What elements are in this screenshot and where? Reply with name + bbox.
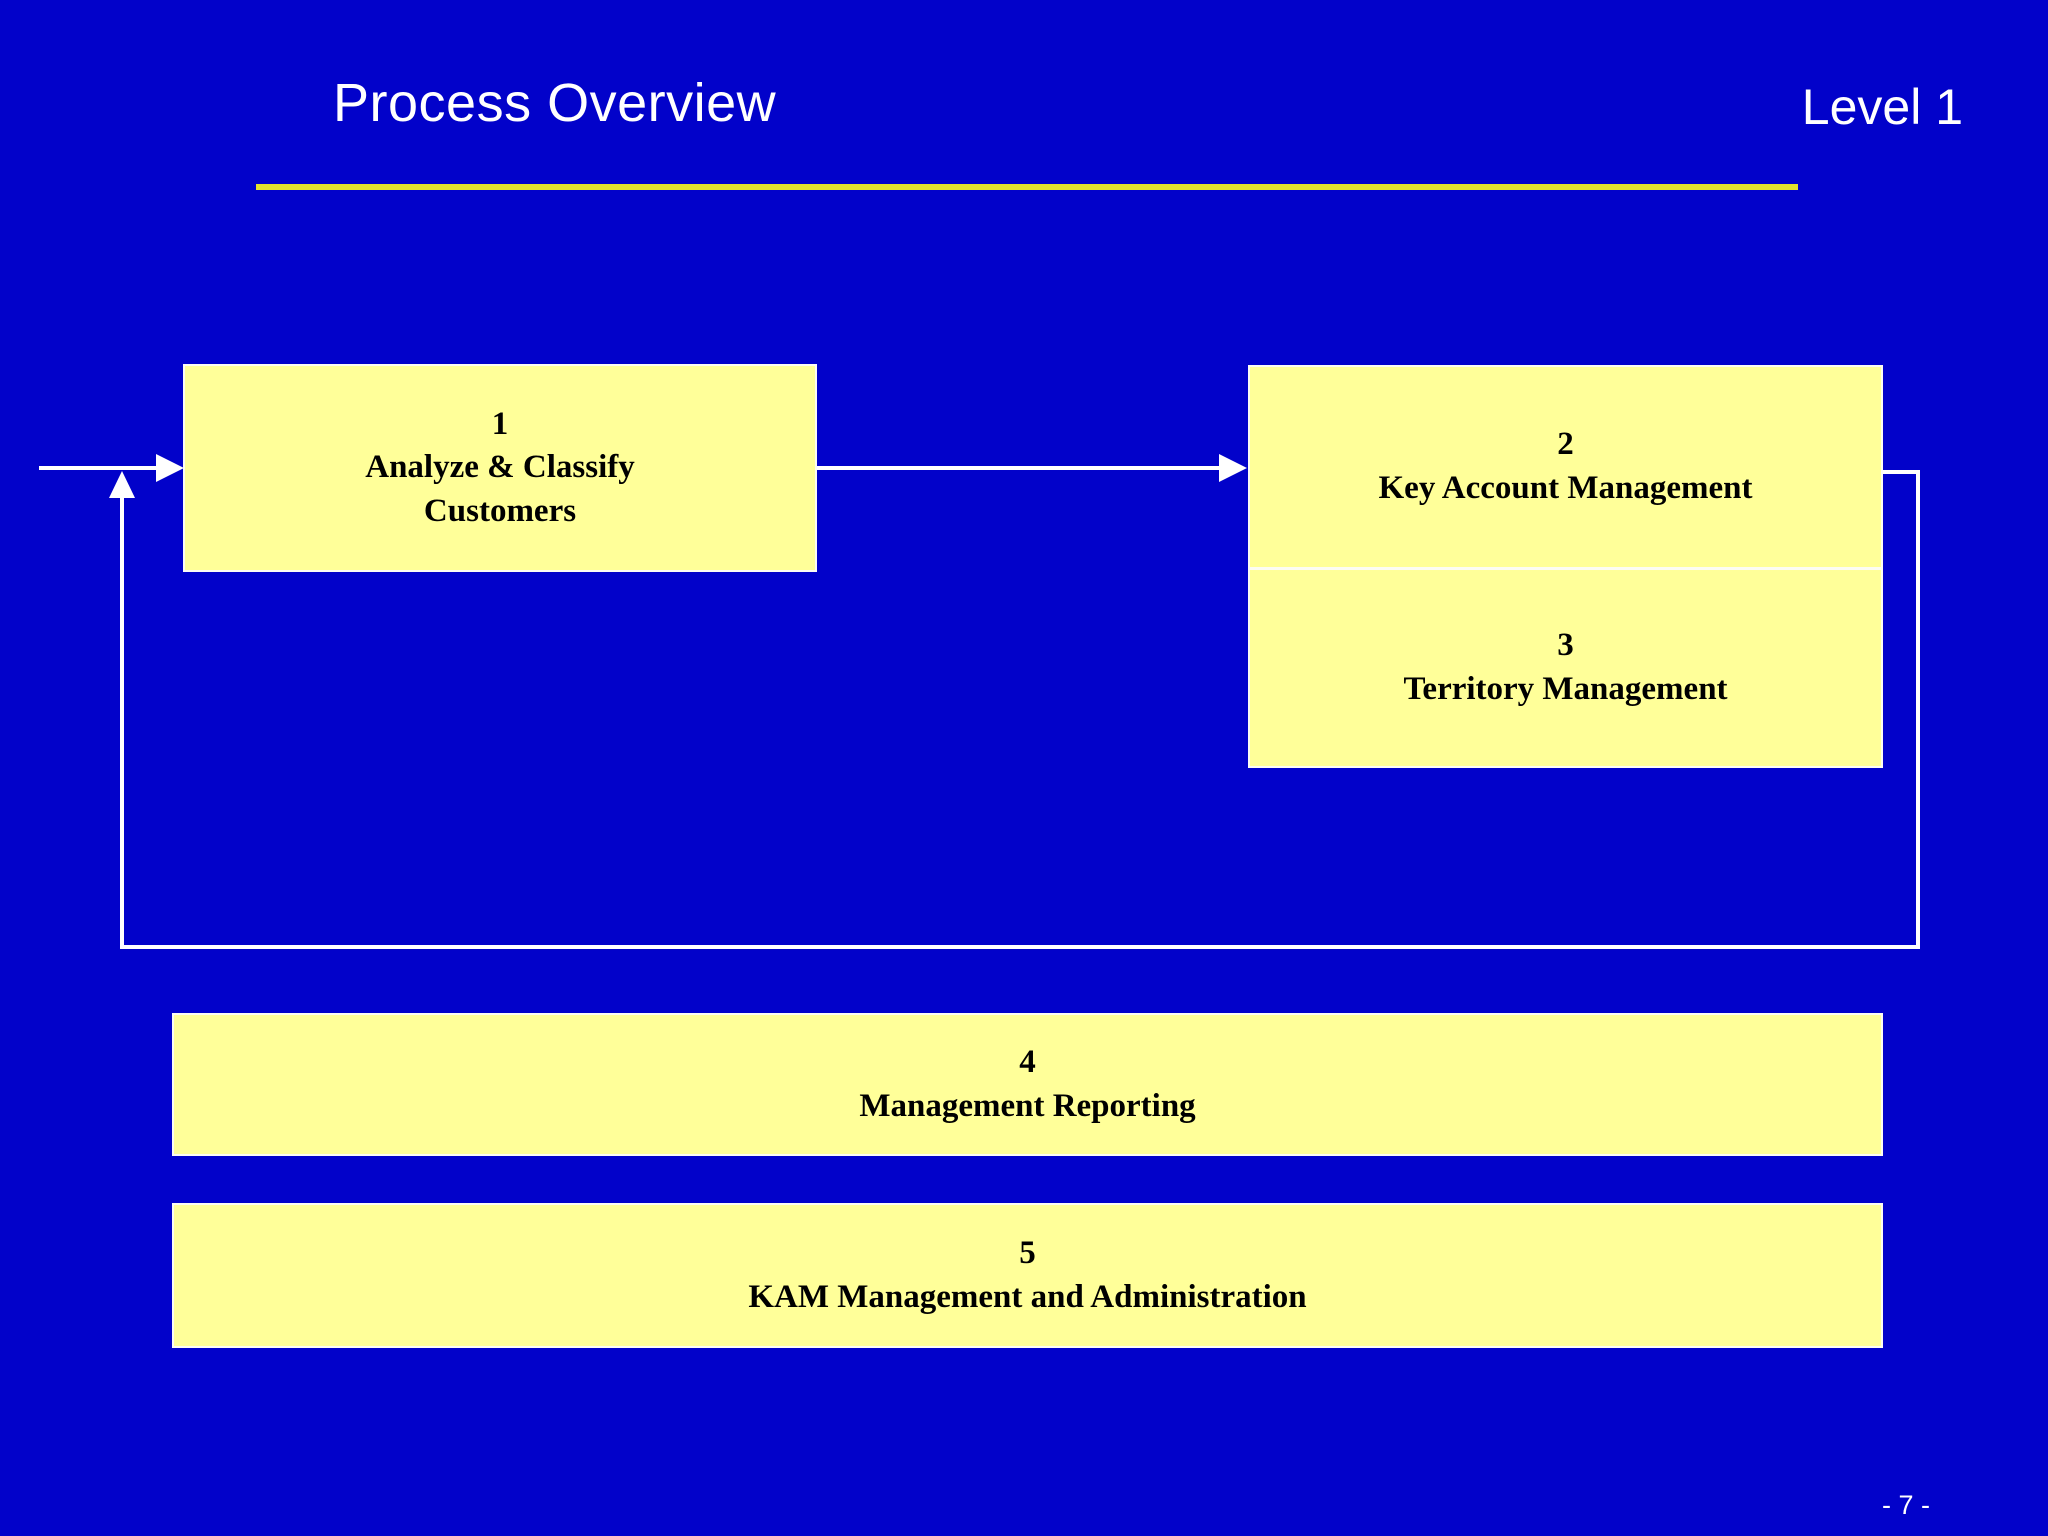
level-label: Level 1 [1801,79,1963,135]
feedback-loop-left-line [120,497,124,949]
title-underline [256,184,1798,190]
process-box-group-2-3: 2 Key Account Management 3 Territory Man… [1248,365,1883,768]
box-label-line: Territory Management [1403,671,1728,707]
right-arrowhead-icon [156,454,184,482]
feedback-loop-right-line [1916,470,1920,949]
box-number: 3 [1557,627,1574,664]
process-box-key-account-management: 2 Key Account Management [1250,367,1881,567]
box-label-line: Management Reporting [859,1087,1196,1124]
flow-line-box1-to-box2 [817,466,1219,470]
feedback-loop-stub-line [1883,470,1920,474]
box-divider [1250,567,1881,570]
page-title: Process Overview [333,73,777,133]
process-box-territory-management: 3 Territory Management [1250,570,1881,766]
box-number: 5 [1019,1234,1036,1271]
process-box-kam-management-administration: 5 KAM Management and Administration [172,1203,1883,1348]
up-arrowhead-icon [109,471,135,498]
box-label-line: Key Account Management [1378,470,1753,506]
page-number: - 7 - [1881,1490,1930,1520]
process-box-management-reporting: 4 Management Reporting [172,1013,1883,1156]
box-label-line: Customers [423,492,577,529]
right-arrowhead-icon [1219,454,1247,482]
process-box-analyze-classify-customers: 1 Analyze & Classify Customers [183,364,817,572]
box-label-line: KAM Management and Administration [748,1278,1307,1315]
inflow-line [39,466,157,470]
box-number: 4 [1019,1043,1036,1080]
box-number: 2 [1557,426,1574,463]
feedback-loop-bottom-line [120,945,1920,949]
box-number: 1 [491,405,509,442]
box-label-line: Analyze & Classify [365,449,635,486]
